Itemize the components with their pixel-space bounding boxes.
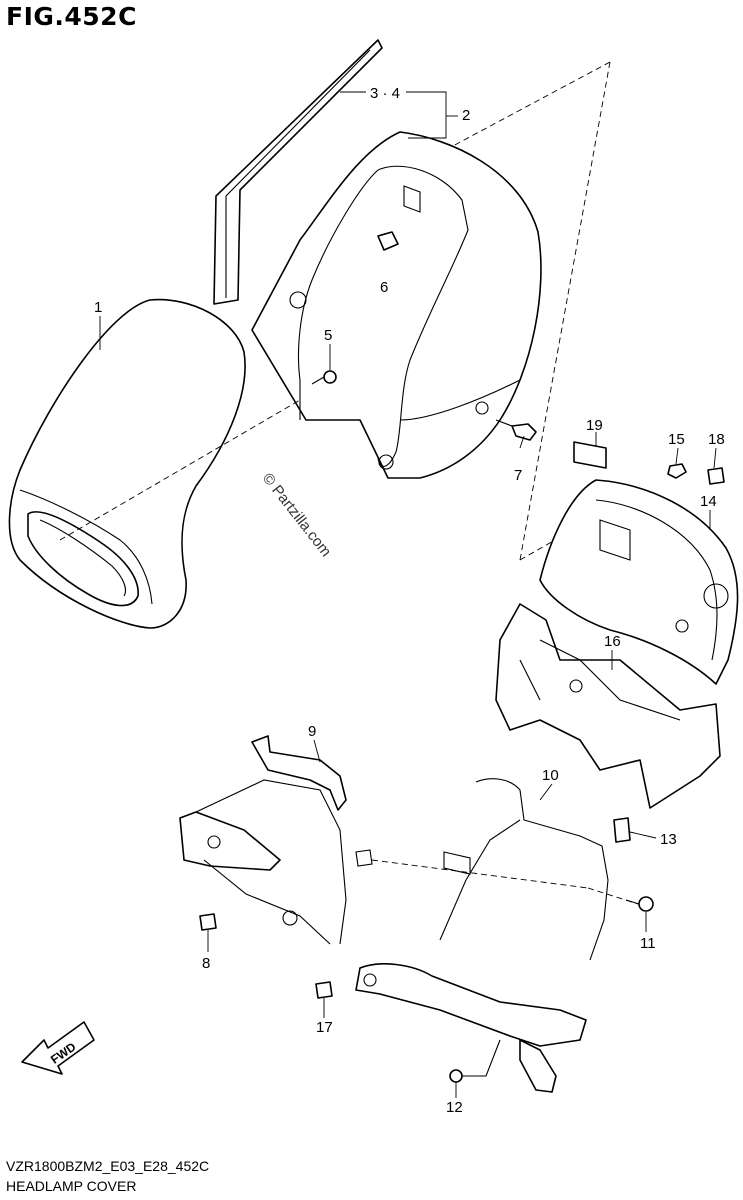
fwd-direction-badge: FWD: [21, 1021, 95, 1075]
section-name: HEADLAMP COVER: [6, 1178, 137, 1194]
leader-lines: [99, 91, 717, 1098]
figure-title: FIG.452C: [6, 2, 137, 31]
bolt-part-11[interactable]: [625, 896, 654, 912]
callout-5: 5: [324, 327, 332, 344]
callout-6: 6: [380, 279, 388, 296]
callout-18: 18: [708, 431, 725, 448]
watermark: © Partzilla.com: [259, 470, 335, 560]
callout-9: 9: [308, 723, 316, 740]
callout-2: 2: [462, 107, 470, 124]
bracket-part-10[interactable]: [355, 778, 609, 1093]
callout-11: 11: [640, 935, 656, 952]
lower-panel-part-16[interactable]: [495, 603, 721, 809]
bolt-part-12[interactable]: [449, 1039, 501, 1083]
callout-labels: 1 2 3 · 4 5 6 7 8 9 10 11 12 13 14 15 16…: [94, 85, 725, 1116]
callout-15: 15: [668, 431, 685, 448]
headlamp-housing[interactable]: [8, 298, 301, 629]
callout-16: 16: [604, 633, 621, 650]
clip-part-6[interactable]: [377, 231, 399, 251]
callout-3-4: 3 · 4: [370, 85, 400, 102]
trim-strip[interactable]: [213, 39, 383, 305]
callout-10: 10: [542, 767, 559, 784]
callout-1: 1: [94, 299, 102, 316]
bushing-part-17[interactable]: [315, 981, 333, 999]
grommet-part-18[interactable]: [707, 467, 725, 485]
inner-panel-part-14[interactable]: [539, 479, 739, 685]
bolt-part-13[interactable]: [613, 817, 631, 843]
callout-7: 7: [514, 467, 522, 484]
callout-17: 17: [316, 1019, 333, 1036]
callout-8: 8: [202, 955, 210, 972]
pad-part-19[interactable]: [573, 441, 607, 469]
callout-19: 19: [586, 417, 603, 434]
headlamp-cowl-outer[interactable]: [251, 131, 542, 479]
callout-14: 14: [700, 493, 717, 510]
screw-part-5[interactable]: [311, 370, 337, 385]
nut-part-15[interactable]: [667, 463, 687, 479]
bracket-part-9[interactable]: [179, 735, 373, 945]
bushing-part-8[interactable]: [199, 913, 217, 931]
callout-12: 12: [446, 1099, 463, 1116]
rivet-part-7[interactable]: [495, 419, 537, 441]
callout-13: 13: [660, 831, 677, 848]
model-code: VZR1800BZM2_E03_E28_452C: [6, 1158, 210, 1174]
